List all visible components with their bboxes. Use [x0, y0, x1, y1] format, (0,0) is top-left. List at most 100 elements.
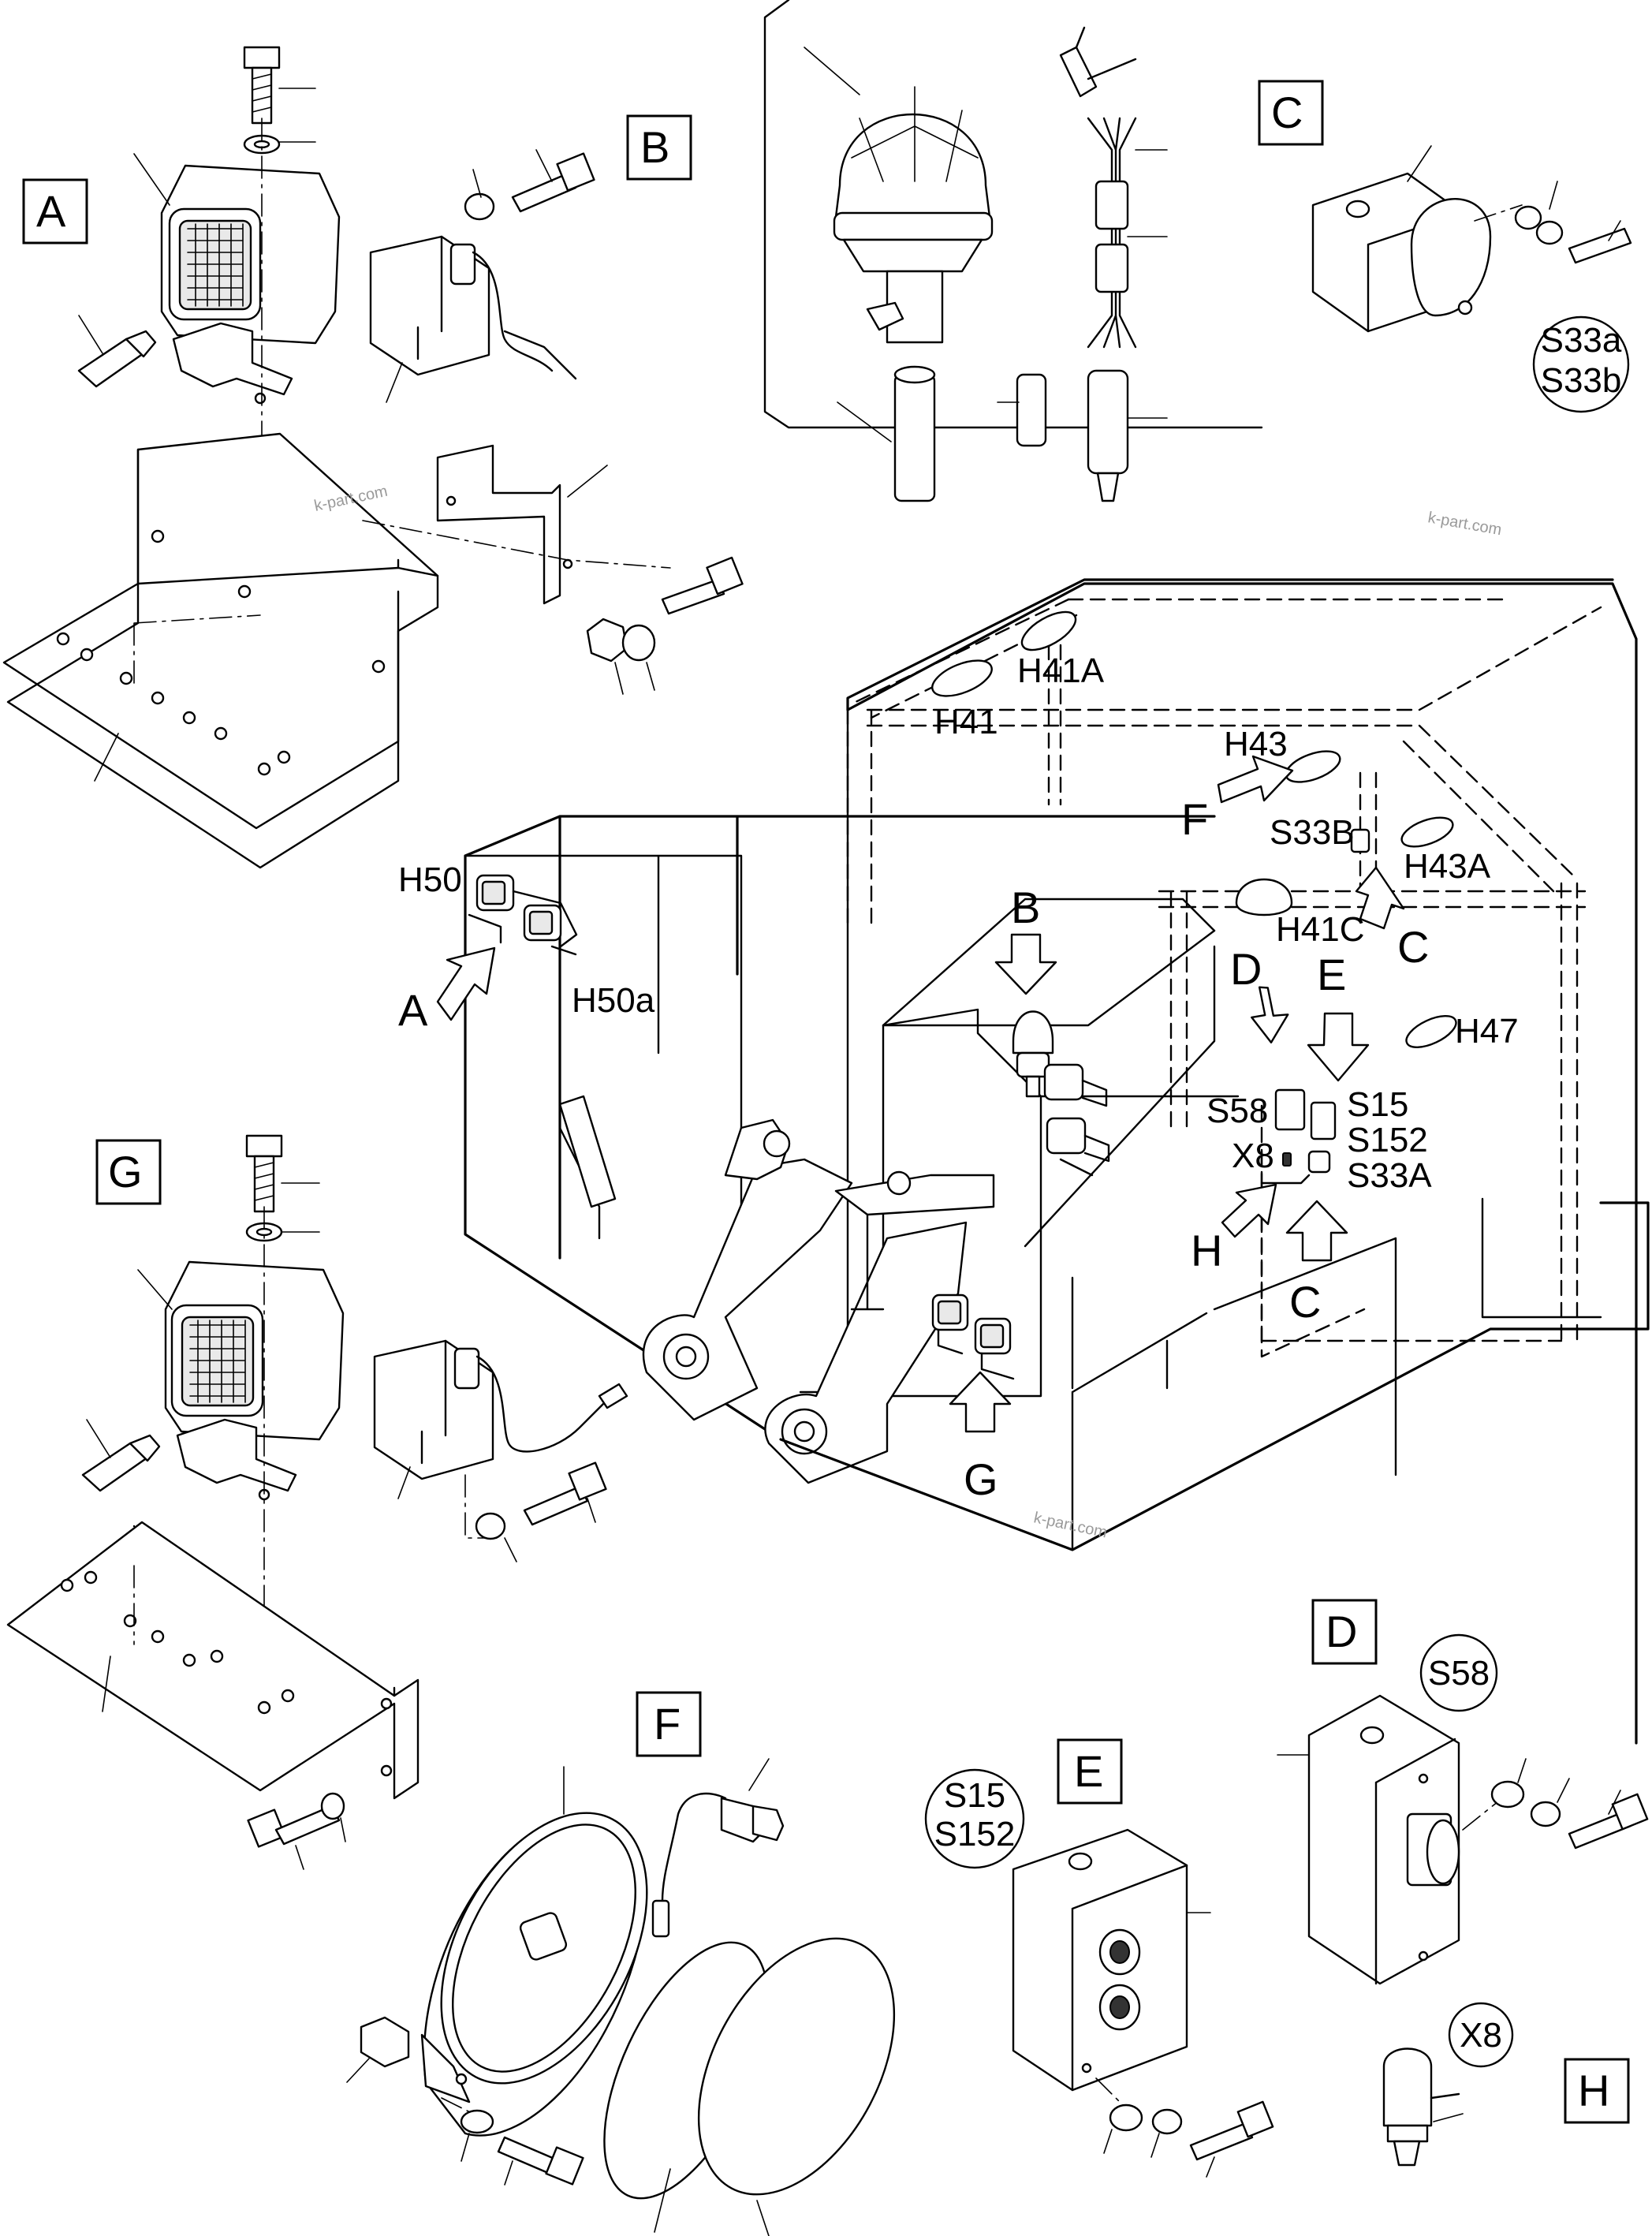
lamp-h43a-icon [1400, 816, 1454, 848]
view-e-group: E S15 S152 [924, 1738, 1274, 2178]
view-f-group: F [346, 1691, 896, 2236]
circle-x8-label [1448, 2002, 1514, 2068]
top-bolt-icon [243, 46, 316, 125]
view-b-letter: B [640, 122, 669, 172]
view-b-frame [763, 0, 1263, 429]
cab-components [468, 610, 1457, 1380]
view-e-letter: E [1074, 1746, 1103, 1796]
label-s152: S152 [1347, 1121, 1428, 1159]
label-s33b: S33b [1541, 361, 1622, 400]
label-h41c: H41C [1276, 910, 1365, 949]
switch-s33-icon [1311, 145, 1632, 333]
work-lamp-icon [137, 1260, 345, 1501]
arrow-c-bottom-letter: C [1289, 1277, 1321, 1327]
label-s33a: S33a [1541, 321, 1622, 360]
lamp-h47-icon [1405, 1015, 1457, 1048]
arrow-f-letter: F [1181, 794, 1208, 844]
view-f-letter: F [654, 1699, 681, 1749]
watermark-text: k-part.com [1426, 509, 1503, 539]
bulb-icon [81, 1419, 161, 1492]
view-h-group: H X8 [1382, 2002, 1630, 2167]
lamp-h41a-icon [1020, 610, 1077, 651]
label-s58: S58 [1206, 1092, 1268, 1130]
view-g-letter: G [108, 1147, 143, 1196]
flat-bracket-icon [6, 1521, 420, 1800]
arrow-a-letter: A [398, 985, 428, 1035]
arrow-b-letter: B [1011, 883, 1040, 932]
side-bolt-icon [464, 149, 595, 221]
view-c-group: C S33a S33b k-part.com [1258, 80, 1632, 539]
view-d-group: D S58 [1277, 1599, 1649, 1985]
arrow-a-icon: A [398, 946, 496, 1035]
circle-s58-label [1419, 1633, 1498, 1712]
switch-s15-icon [1012, 1828, 1211, 2092]
label-s58: S58 [1428, 1654, 1490, 1693]
arrow-d-letter: D [1230, 944, 1262, 994]
label-h41: H41 [934, 703, 998, 741]
arrow-e-icon: E [1307, 950, 1370, 1082]
arrow-c-top-letter: C [1397, 922, 1429, 972]
view-d-letter: D [1326, 1607, 1357, 1656]
arrow-c-bottom-icon: C [1285, 1200, 1348, 1327]
view-arrows: A B F C D E H C [398, 755, 1429, 1504]
arrow-h-icon: H [1191, 1183, 1277, 1275]
lamp-h41c-icon [1235, 878, 1293, 916]
horn-mount-parts-icon [346, 2016, 584, 2186]
view-a-letter: A [36, 186, 66, 236]
bottom-bolt-icon [247, 1792, 346, 1870]
side-bolt-icon [475, 1461, 607, 1562]
connector-x8-icon [1382, 2047, 1464, 2167]
label-x8: X8 [1460, 2016, 1502, 2055]
bulb-icon [77, 315, 157, 388]
dash-switches-icon [1274, 1088, 1337, 1174]
relay-box-icon [373, 1339, 628, 1539]
h50-lamps-icon [468, 874, 578, 956]
angle-bracket-icon [2, 432, 439, 869]
relay-box-icon [369, 235, 577, 403]
watermark-text: k-part.com [1032, 1509, 1109, 1541]
view-b-group: B [626, 0, 1263, 502]
horn-cable-icon [651, 1758, 785, 1938]
connector-parts-icon [997, 26, 1168, 502]
circle-s33-label [1532, 315, 1630, 413]
console-beacon-icon [1012, 1010, 1054, 1098]
switch-s58-icon [1277, 1694, 1503, 1985]
view-e-box [1057, 1738, 1123, 1805]
view-c-letter: C [1271, 88, 1303, 137]
label-h41a: H41A [1017, 651, 1105, 690]
label-h47: H47 [1455, 1012, 1519, 1051]
upright-bracket-icon [362, 444, 744, 695]
arrow-h-letter: H [1191, 1226, 1222, 1275]
horn-ring-icon [603, 1937, 896, 2236]
view-g-box [95, 1139, 162, 1205]
label-s15: S15 [1347, 1085, 1408, 1124]
view-g-group: G [6, 1134, 628, 1870]
switch-s58-fasteners-icon [1490, 1758, 1649, 1850]
view-c-box [1258, 80, 1324, 146]
cab-label-layer: H41 H41A H43 S33B H43A H41C H47 H50 H50a… [398, 651, 1519, 1195]
label-s152: S152 [934, 1815, 1016, 1853]
arrow-e-letter: E [1317, 950, 1346, 999]
lamp-h41-icon [931, 659, 993, 697]
cab-assembly [464, 578, 1650, 1745]
work-lamp-icon [133, 153, 341, 405]
arrow-g-letter: G [964, 1454, 998, 1504]
label-h50a: H50a [572, 981, 655, 1020]
label-h50: H50 [398, 860, 462, 899]
switch-s15-fasteners-icon [1095, 2077, 1274, 2178]
label-s33b: S33B [1270, 813, 1355, 852]
horn-icon [420, 1766, 648, 2137]
arrow-g-icon: G [949, 1371, 1012, 1504]
circle-s15-label [924, 1768, 1025, 1869]
arrow-b-icon: B [994, 883, 1057, 995]
view-a-box [22, 178, 88, 245]
view-f-box [636, 1691, 702, 1757]
arrow-f-icon: F [1181, 755, 1294, 844]
view-h-box [1564, 2058, 1630, 2124]
label-s33a: S33A [1347, 1156, 1432, 1195]
label-h43a: H43A [1404, 847, 1491, 886]
top-bolt-icon [245, 1134, 320, 1213]
beacon-icon [804, 47, 994, 502]
g-lamps-icon [931, 1293, 1015, 1380]
